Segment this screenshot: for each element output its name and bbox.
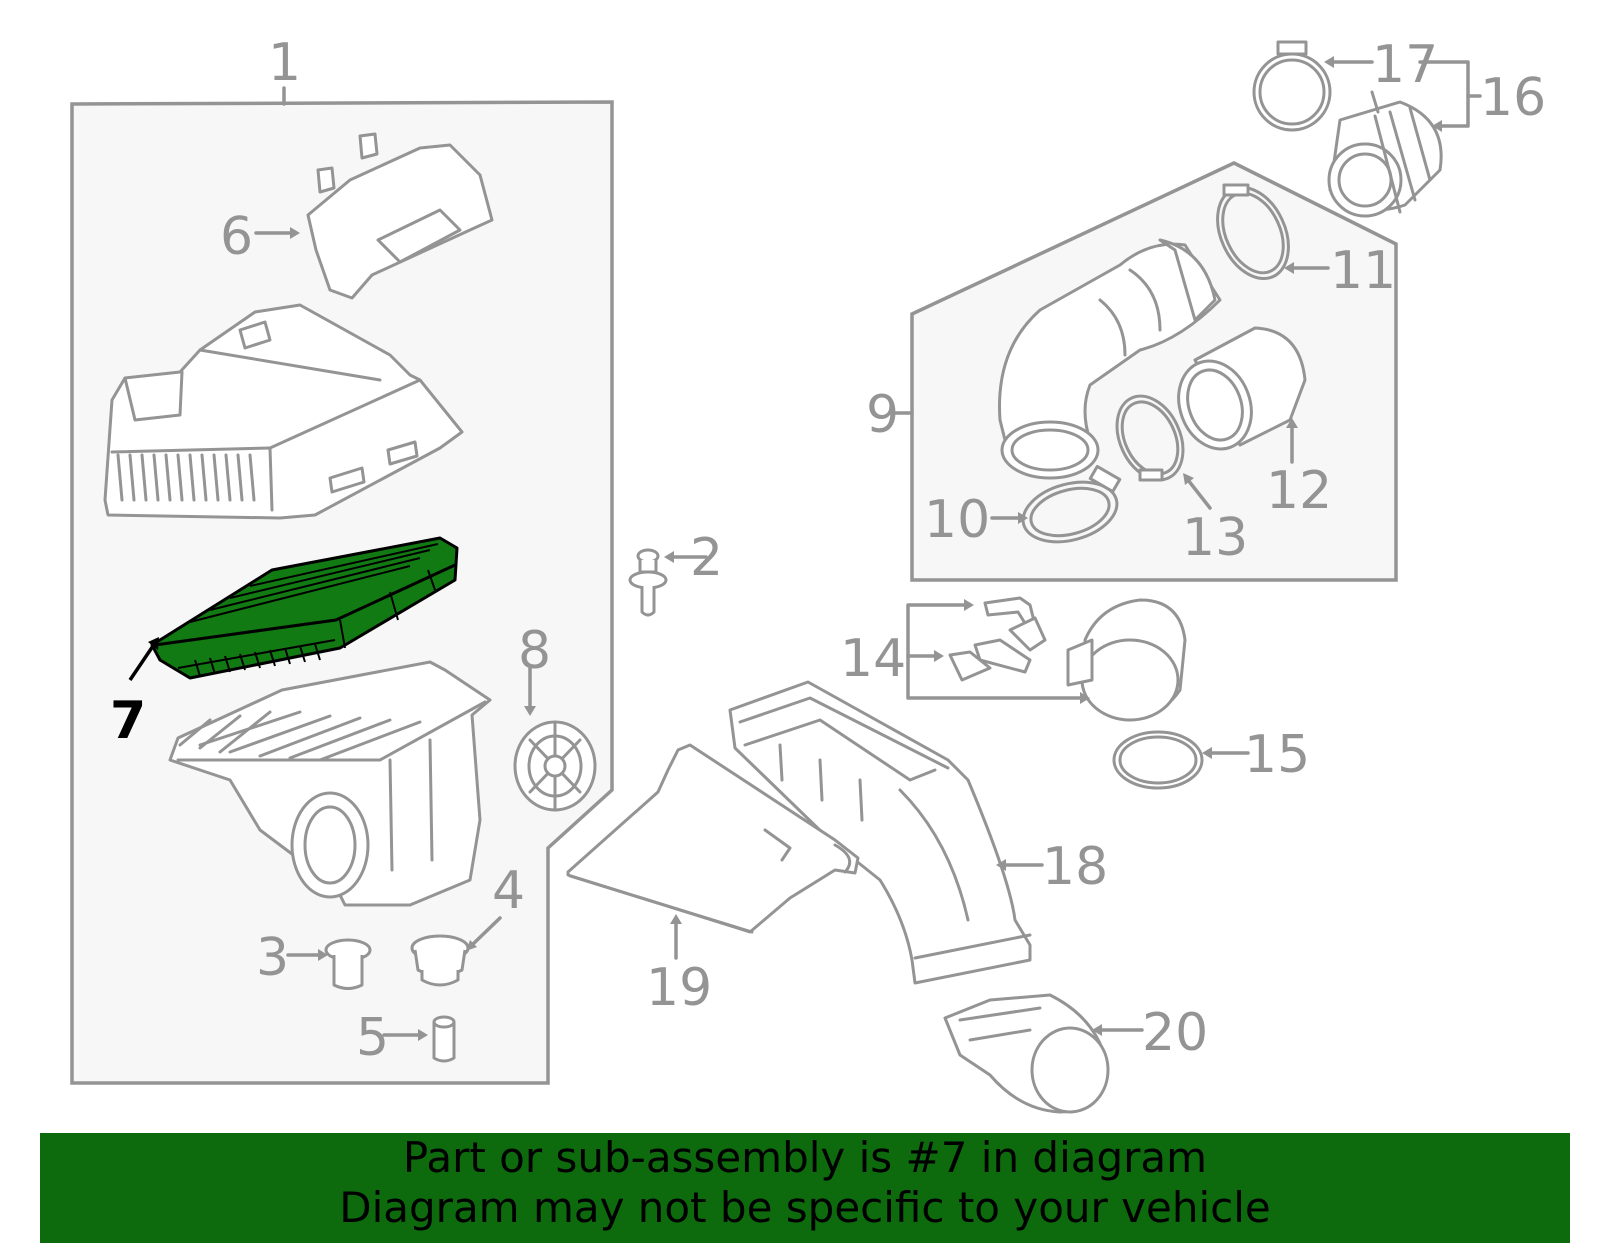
callout-2-arrow <box>664 551 674 563</box>
callout-11: 11 <box>1330 241 1396 301</box>
callout-17-arrow <box>1324 56 1334 68</box>
callout-14-arrow-c <box>1080 692 1090 704</box>
callout-3: 3 <box>256 928 289 988</box>
callout-8: 8 <box>518 621 551 681</box>
part-7-air-filter <box>150 536 459 680</box>
callout-12-arrow <box>1286 418 1298 428</box>
callout-6: 6 <box>220 207 253 267</box>
callout-7: 7 <box>110 691 146 751</box>
part-13-clamp <box>1115 394 1185 482</box>
callout-13: 13 <box>1182 508 1248 568</box>
callout-4-arrow <box>466 940 477 951</box>
part-16-coupler <box>1327 90 1443 218</box>
callout-14-arrow-a <box>964 599 974 611</box>
callout-11-arrow <box>1284 262 1294 274</box>
callout-10-arrow <box>1018 512 1028 524</box>
callout-7-leader <box>128 642 157 681</box>
callout-18-arrow <box>996 859 1006 871</box>
banner-line-2: Diagram may not be specific to your vehi… <box>339 1183 1271 1232</box>
callout-17: 17 <box>1372 35 1438 95</box>
callout-13-arrow <box>1183 473 1194 485</box>
lower-housing <box>168 660 492 907</box>
callout-3-arrow <box>318 949 328 961</box>
callout-5: 5 <box>356 1008 389 1068</box>
callout-14-arrow-b <box>934 650 944 662</box>
part-14-sensor-group <box>948 596 1187 722</box>
part-4-grommet <box>410 934 470 987</box>
callout-20: 20 <box>1142 1003 1208 1063</box>
callout-19: 19 <box>646 958 712 1018</box>
callout-6-arrow <box>290 227 300 239</box>
callout-1: 1 <box>268 33 301 93</box>
callout-19-arrow <box>670 914 682 924</box>
part-17-clamp <box>1252 40 1332 132</box>
callout-15: 15 <box>1244 725 1310 785</box>
callout-13-leader <box>1186 478 1212 510</box>
callout-7-arrow <box>148 637 159 650</box>
callout-4: 4 <box>492 861 525 921</box>
callout-10: 10 <box>924 490 990 550</box>
upper-housing <box>103 303 464 520</box>
callout-5-arrow <box>418 1029 428 1041</box>
callout-8-arrow <box>524 706 536 716</box>
part-3-grommet <box>324 938 372 990</box>
part-5-pin <box>432 1015 456 1063</box>
callout-20-arrow <box>1092 1024 1102 1036</box>
part-2-push-pin <box>628 548 668 617</box>
banner-line-1: Part or sub-assembly is #7 in diagram <box>402 1133 1208 1182</box>
callout-14: 14 <box>840 629 906 689</box>
info-banner: Part or sub-assembly is #7 in diagram Di… <box>40 1133 1570 1243</box>
part-10-clamp <box>1021 464 1122 544</box>
part-12-coupler <box>1177 326 1307 451</box>
part-15-o-ring <box>1112 730 1204 790</box>
callout-16-bracket <box>1418 60 1470 128</box>
callout-12: 12 <box>1266 461 1332 521</box>
part-9-intake-hose <box>998 238 1222 480</box>
part-8-resonator <box>513 720 597 812</box>
part-18-intake-duct <box>728 680 1032 985</box>
callout-15-arrow <box>1202 747 1212 759</box>
part-11-clamp <box>1216 183 1290 281</box>
callout-14-bracket <box>906 603 1084 700</box>
callout-9: 9 <box>866 385 899 445</box>
callout-16-arrow <box>1432 120 1442 132</box>
callout-16: 16 <box>1480 68 1546 128</box>
callout-4-leader <box>470 916 502 947</box>
part-20-adapter <box>943 993 1110 1114</box>
callout-18: 18 <box>1042 837 1108 897</box>
callout-2: 2 <box>690 528 723 588</box>
part-6-cover <box>306 132 494 300</box>
part-19-deflector <box>566 743 860 934</box>
